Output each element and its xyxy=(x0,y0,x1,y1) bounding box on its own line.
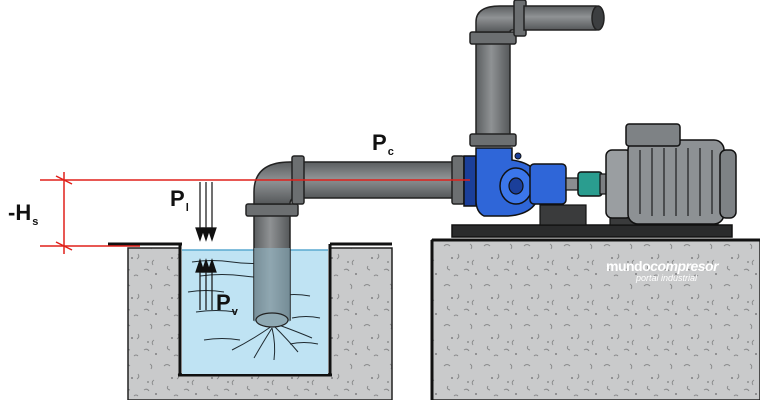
label-pc-sub: c xyxy=(387,146,394,158)
label-pc-main: P xyxy=(372,130,387,155)
electric-motor xyxy=(605,123,737,225)
foundation-right xyxy=(430,238,760,401)
pressure-arrows-pl xyxy=(195,182,217,242)
centrifugal-pump xyxy=(463,147,579,217)
discharge-pipe xyxy=(469,0,605,147)
shaft-coupling xyxy=(577,171,611,197)
reference-lines xyxy=(40,172,470,254)
watermark-brand-b: compresor xyxy=(650,258,719,274)
label-pv-main: P xyxy=(216,290,231,315)
label-pl-main: P xyxy=(170,186,185,211)
watermark-brand-a: mundo xyxy=(606,258,651,274)
label-pl-sub: l xyxy=(185,202,189,214)
pressure-arrows-pv xyxy=(195,258,217,310)
label-minus-hs-sub: s xyxy=(32,216,39,228)
label-minus-hs-main: -H xyxy=(8,200,32,225)
label-pl: Pl xyxy=(170,186,189,214)
suction-pipe xyxy=(245,161,301,328)
label-minus-hs: -Hs xyxy=(8,200,39,228)
watermark: mundocompresor portal industrial xyxy=(606,258,719,283)
label-pv: Pv xyxy=(216,290,238,318)
watermark-tagline: portal industrial xyxy=(636,273,698,283)
watermark-brand: mundocompresor xyxy=(606,258,719,274)
label-pv-sub: v xyxy=(231,306,238,318)
ground-left xyxy=(108,242,393,401)
label-pc: Pc xyxy=(372,130,394,158)
